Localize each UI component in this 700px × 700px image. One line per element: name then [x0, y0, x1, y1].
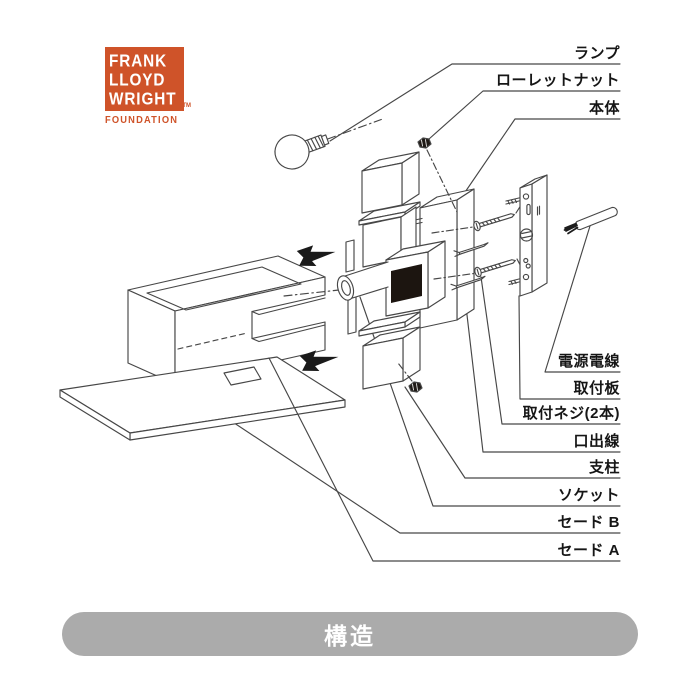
- logo-foundation-text: FOUNDATION: [105, 114, 179, 127]
- nut-centerlines: [397, 149, 458, 382]
- centerline-slot-socket: [283, 289, 340, 297]
- leader-lines: [176, 63, 621, 534]
- leader-line-shade-a: [268, 357, 621, 562]
- body-drawing: [414, 188, 475, 329]
- lamp-bulb-drawing: [274, 118, 382, 170]
- part-label-lead-wire: 口出線: [573, 433, 620, 450]
- logo-line-2: LLOYD: [109, 69, 166, 89]
- arrow-upper: [296, 245, 336, 267]
- mounting-plate-drawing: [519, 174, 548, 297]
- arrow-lower: [299, 350, 339, 372]
- logo-line-3: WRIGHT: [109, 88, 177, 108]
- section-banner: 構造: [62, 612, 638, 656]
- shade-b-drawing: [127, 255, 326, 385]
- leader-line-body: [458, 118, 621, 202]
- part-label-mounting-plate: 取付板: [573, 380, 620, 397]
- leader-line-mounting-screws: [480, 276, 621, 425]
- trademark-mark: TM: [182, 103, 191, 109]
- part-label-lamp: ランプ: [573, 45, 620, 62]
- logo-line-1: FRANK: [109, 50, 168, 70]
- section-banner-title: 構造: [324, 623, 376, 649]
- knurled-nut-bottom: [408, 381, 423, 393]
- part-label-power-cord: 電源電線: [557, 353, 620, 370]
- direction-arrows: [296, 245, 339, 372]
- part-label-socket: ソケット: [557, 487, 620, 504]
- part-label-body: 本体: [588, 100, 620, 117]
- lead-wires-drawing: [450, 242, 489, 291]
- mounting-screw-2: [474, 259, 516, 278]
- knurled-nut-top: [417, 137, 432, 149]
- support-post-drawing: [358, 151, 421, 390]
- leader-line-lead-wire: [459, 254, 621, 453]
- flw-foundation-logo: FRANK LLOYD WRIGHT TM FOUNDATION: [105, 47, 191, 127]
- part-label-shade-a: セード A: [557, 542, 620, 559]
- part-label-shade-b: セード B: [557, 514, 620, 531]
- socket-block-drawing: [385, 240, 446, 317]
- leader-line-power-cord: [544, 225, 621, 373]
- part-label-mounting-screws: 取付ネジ(2本): [522, 405, 620, 422]
- shade-a-drawing: [59, 356, 346, 441]
- mounting-screw-1: [473, 213, 515, 232]
- leader-line-support-post: [404, 386, 621, 479]
- flw-logo-square: FRANK LLOYD WRIGHT TM: [105, 47, 191, 111]
- screw-tips-through-plate: [505, 196, 522, 286]
- leader-line-mounting-plate: [518, 295, 621, 400]
- leader-line-shade-b: [176, 384, 621, 534]
- leader-line-knurled-nut: [428, 90, 621, 140]
- leader-line-lamp: [329, 63, 621, 142]
- part-label-knurled-nut: ローレットナット: [495, 72, 620, 89]
- socket-drawing: [336, 261, 389, 301]
- power-cord-drawing: [563, 206, 618, 235]
- part-label-support-post: 支柱: [588, 459, 620, 476]
